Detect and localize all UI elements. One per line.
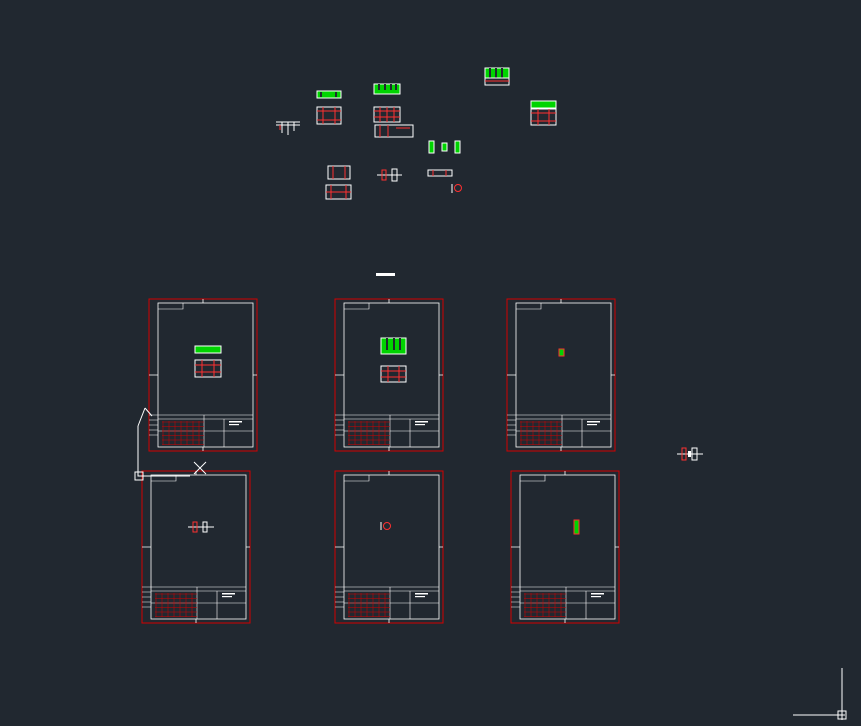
sheet-3-view[interactable] bbox=[558, 348, 565, 357]
ucs-axis-icon bbox=[134, 407, 190, 481]
drawing-sheet-1[interactable] bbox=[148, 298, 258, 452]
title-block bbox=[335, 414, 439, 447]
part-housing[interactable] bbox=[530, 100, 557, 126]
sheet-1-view[interactable] bbox=[194, 345, 222, 378]
part-axle[interactable] bbox=[427, 169, 453, 177]
part-small-pins[interactable] bbox=[428, 140, 461, 154]
title-block bbox=[335, 586, 439, 619]
title-block bbox=[149, 414, 253, 447]
part-gear-block[interactable] bbox=[484, 67, 510, 86]
drawing-sheet-6[interactable] bbox=[510, 470, 620, 624]
sheet-5-view[interactable] bbox=[380, 522, 391, 530]
part-shaft[interactable] bbox=[377, 168, 402, 182]
drawing-sheet-5[interactable] bbox=[334, 470, 444, 624]
title-block bbox=[511, 586, 615, 619]
part-comb[interactable] bbox=[373, 83, 414, 138]
part-washer[interactable] bbox=[451, 184, 462, 193]
sheet-6-view[interactable] bbox=[573, 519, 580, 535]
part-bracket[interactable] bbox=[276, 121, 300, 135]
drawing-sheet-3[interactable] bbox=[506, 298, 616, 452]
title-block bbox=[142, 586, 246, 619]
loose-part-views bbox=[276, 67, 703, 461]
part-pulley-block[interactable] bbox=[316, 90, 342, 125]
sheet-4-view[interactable] bbox=[188, 521, 214, 533]
part-frames[interactable] bbox=[325, 165, 352, 200]
sheet-2-view[interactable] bbox=[380, 337, 407, 383]
drawing-note[interactable] bbox=[376, 273, 395, 276]
drawing-sheet-2[interactable] bbox=[334, 298, 444, 452]
title-block bbox=[507, 414, 611, 447]
drawing-sheets bbox=[141, 298, 620, 624]
crosshair-cursor-icon bbox=[193, 461, 207, 475]
pickbox-icon bbox=[793, 668, 847, 720]
drawing-sheet-4[interactable] bbox=[141, 470, 251, 624]
part-shaft-isolated[interactable] bbox=[677, 447, 703, 461]
